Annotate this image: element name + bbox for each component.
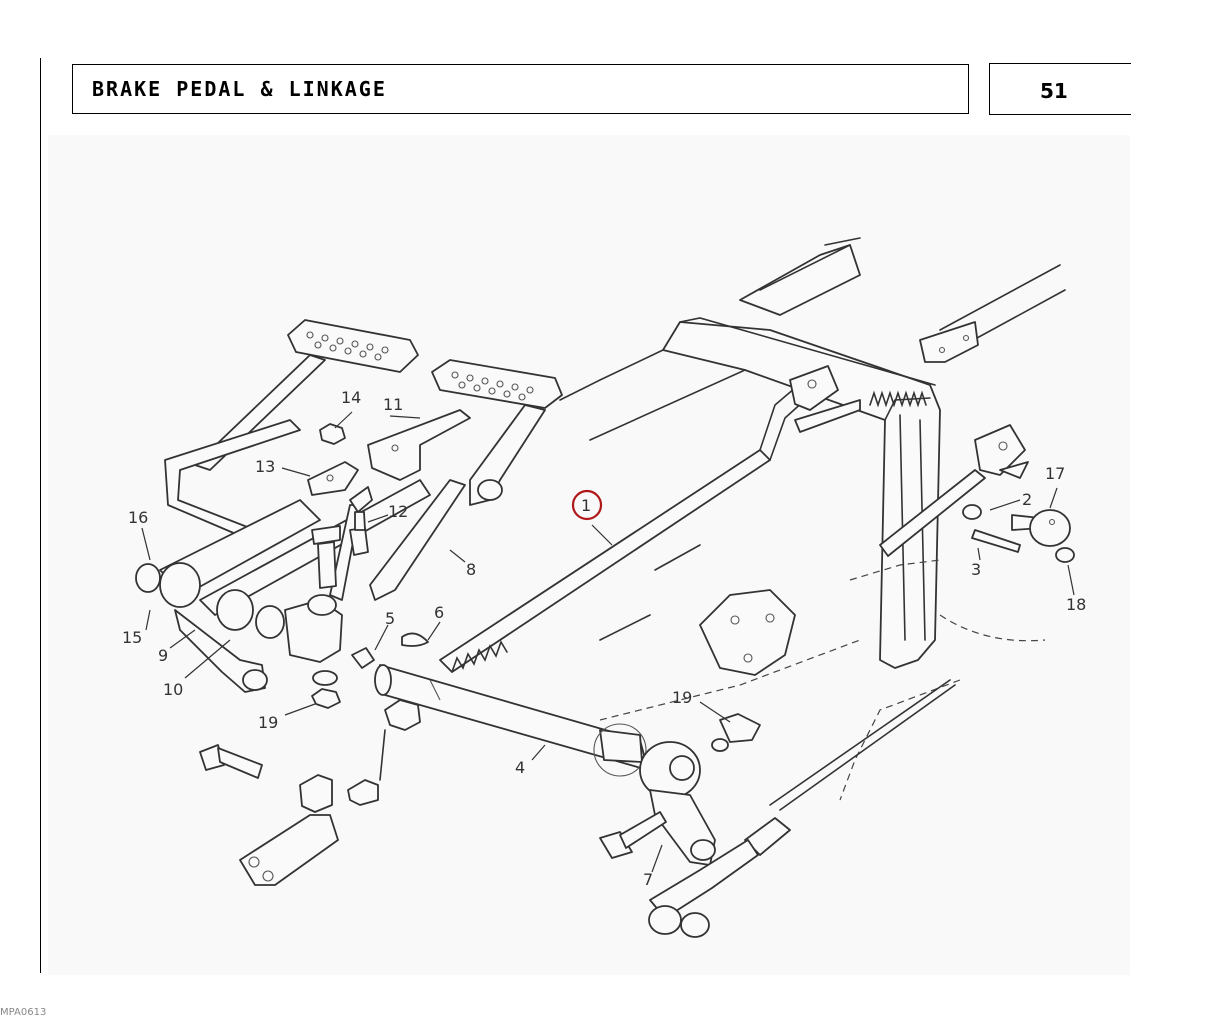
callout-14: 14: [341, 388, 361, 407]
page-number: 51: [1040, 79, 1068, 103]
part-7-lever-arm: [599, 589, 956, 938]
callout-12: 12: [388, 502, 408, 521]
page-title: BRAKE PEDAL & LINKAGE: [92, 77, 387, 101]
callout-13: 13: [255, 457, 275, 476]
chassis-frame: [559, 237, 1066, 801]
callout-6: 6: [434, 603, 444, 622]
pedal-assembly: [135, 319, 563, 779]
left-margin-rule: [40, 58, 41, 973]
callout-19-left: 19: [258, 713, 278, 732]
callout-labels: 1 2 3 4 5 6 7 8 9 10 11 12 13 14 15 16 1…: [122, 388, 1086, 889]
document-code: MPA0613: [0, 1007, 47, 1018]
title-box: BRAKE PEDAL & LINKAGE: [72, 64, 969, 114]
callout-11: 11: [383, 395, 403, 414]
callout-3: 3: [971, 560, 981, 579]
part-4-cross-shaft: [239, 664, 649, 886]
callout-5: 5: [385, 609, 395, 628]
callout-7: 7: [643, 870, 653, 889]
callout-17: 17: [1045, 464, 1065, 483]
callout-2: 2: [1022, 490, 1032, 509]
callout-8: 8: [466, 560, 476, 579]
callout-16: 16: [128, 508, 148, 527]
callout-4: 4: [515, 758, 525, 777]
highlight-circle-part-1: [571, 489, 603, 521]
right-pivot-assembly: [879, 424, 1075, 563]
leader-lines: [141, 411, 1075, 873]
part-1-brake-rod: [439, 365, 927, 673]
callout-19-right: 19: [672, 688, 692, 707]
callout-10: 10: [163, 680, 183, 699]
callout-9: 9: [158, 646, 168, 665]
callout-1: 1: [581, 496, 591, 515]
callout-18: 18: [1066, 595, 1086, 614]
page-number-box: 51: [989, 63, 1131, 115]
callout-15: 15: [122, 628, 142, 647]
